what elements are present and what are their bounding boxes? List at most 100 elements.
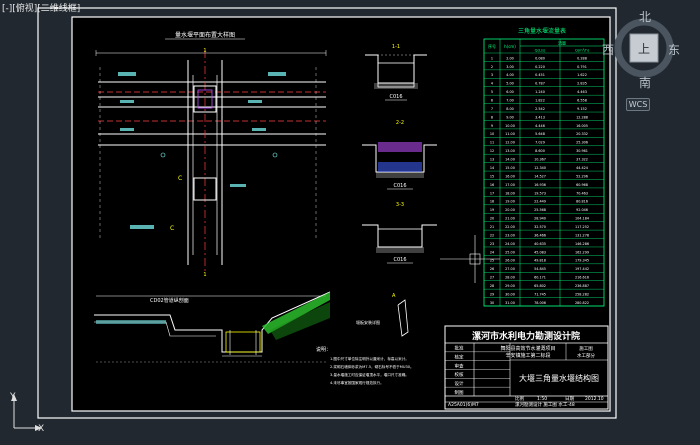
table-cell: 4 [491, 82, 493, 86]
svg-text:C: C [178, 175, 182, 182]
table-cell: 216.616 [575, 276, 589, 280]
table-cell: 131.278 [575, 233, 589, 237]
table-cell: 10 [490, 132, 494, 136]
table-cell: 162.299 [575, 250, 589, 254]
channel-label-2: C016 [393, 183, 406, 189]
institute-name: 漯河市水利电力勘测设计院 [472, 330, 580, 342]
table-cell: 13 [490, 158, 494, 162]
table-cell: 24 [490, 250, 494, 254]
design-stage: 施工图 [579, 345, 593, 352]
table-header-h: h(cm) [504, 44, 516, 49]
table-cell: 25.568 [534, 208, 546, 212]
table-cell: 179.345 [575, 259, 589, 263]
date-value: 2012.10 [585, 396, 604, 402]
table-cell: 29 [490, 292, 494, 296]
longitudinal-section: CD02管道纵剖面 [94, 291, 331, 363]
table-cell: 0.791 [577, 65, 587, 69]
table-cell: 7.00 [506, 98, 514, 102]
channel-label-1: C016 [389, 94, 402, 100]
note-2: 2.浆砌石墙体砂浆为M7.5，砌石标号不低于MU30。 [330, 364, 414, 369]
table-cell: 10.00 [505, 124, 515, 128]
table-cell: 20 [490, 217, 494, 221]
viewcube-north[interactable]: 北 [639, 10, 652, 24]
plan-title: 量水堰平面布置大样图 [175, 31, 235, 39]
viewcube-west[interactable]: 西 [602, 43, 615, 57]
table-cell: 14.00 [505, 158, 515, 162]
table-cell: 20.332 [576, 132, 588, 136]
plan-view: 量水堰平面布置大样图 C C 1 1 [95, 31, 327, 278]
table-cell: 25.306 [576, 141, 588, 145]
table-cell: 197.442 [575, 267, 589, 271]
table-cell: 70.463 [576, 191, 588, 195]
ucs-x-label: X [38, 424, 45, 434]
wcs-menu-button[interactable]: WCS [626, 98, 650, 111]
table-cell: 11.00 [505, 132, 515, 136]
table-cell: 1.622 [577, 73, 587, 77]
table-cell: 60.968 [576, 183, 588, 187]
scale-value: 1:50 [537, 396, 547, 402]
table-cell: 0.787 [535, 82, 545, 86]
table-cell: 27 [490, 276, 494, 280]
table-cell: 8.00 [506, 107, 514, 111]
viewcube-south[interactable]: 南 [639, 76, 652, 90]
table-cell: 23.00 [505, 233, 515, 237]
table-cell: 16.005 [576, 124, 588, 128]
table-cell: 30.961 [576, 149, 588, 153]
table-cell: 146.286 [575, 242, 589, 246]
table-cell: 9 [491, 124, 493, 128]
svg-text:2-2: 2-2 [396, 120, 404, 126]
table-cell: 12.288 [576, 115, 588, 119]
table-cell: 26.00 [505, 259, 515, 263]
table-subheader-ls: Q(L/s) [535, 49, 546, 53]
table-cell: 31.00 [505, 301, 515, 305]
viewport-controls-label[interactable]: [-][俯视][二维线框] [2, 4, 81, 14]
table-cell: 13.00 [505, 149, 515, 153]
title-block-row-label: 设计 [455, 380, 464, 387]
title-block-row-label: 校核 [455, 371, 464, 378]
table-cell: 2.00 [506, 56, 514, 60]
table-cell: 5.648 [535, 132, 545, 136]
svg-text:1-1: 1-1 [392, 44, 400, 50]
table-cell: 22 [490, 233, 494, 237]
viewcube-top-label[interactable]: 上 [638, 42, 651, 56]
table-cell: 40.635 [534, 242, 546, 246]
table-cell: 4.463 [577, 90, 587, 94]
ucs-y-label: Y [10, 392, 16, 402]
table-cell: 6.558 [577, 98, 587, 102]
table-cell: 258.282 [575, 292, 589, 296]
svg-text:A: A [392, 293, 396, 299]
viewcube-east[interactable]: 东 [668, 43, 681, 57]
table-cell: 92.046 [576, 208, 588, 212]
table-cell: 49.818 [534, 259, 546, 263]
viewcube[interactable]: 北 南 西 东 上 [602, 10, 696, 110]
table-cell: 52.296 [576, 174, 588, 178]
table-cell: 9.152 [577, 107, 587, 111]
notes: 说明： 1.图中尺寸单位除注明外以厘米计，标高以米计。 2.浆砌石墙体砂浆为M7… [316, 346, 414, 385]
table-cell: 15 [490, 174, 494, 178]
table-cell: 6.00 [506, 90, 514, 94]
table-cell: 0.080 [535, 56, 545, 60]
table-cell: 15.00 [505, 166, 515, 170]
table-cell: 27.00 [505, 267, 515, 271]
table-cell: 280.822 [575, 301, 589, 305]
table-cell: 14.527 [534, 174, 546, 178]
table-cell: 5.00 [506, 82, 514, 86]
viewcube-top-face[interactable] [629, 33, 659, 63]
table-cell: 7 [491, 107, 493, 111]
table-cell: 80.816 [576, 200, 588, 204]
table-cell: 78.006 [534, 301, 546, 305]
table-cell: 30.00 [505, 292, 515, 296]
svg-text:1: 1 [203, 272, 206, 278]
table-cell: 12.340 [534, 166, 546, 170]
table-cell: 54.845 [534, 267, 546, 271]
table-cell: 22.449 [534, 200, 546, 204]
table-cell: 0.288 [577, 56, 587, 60]
paper-frame [37, 7, 617, 419]
table-cell: 4.446 [535, 124, 545, 128]
table-cell: 44.424 [576, 166, 588, 170]
table-cell: 28.00 [505, 276, 515, 280]
table-cell: 60.171 [534, 276, 546, 280]
